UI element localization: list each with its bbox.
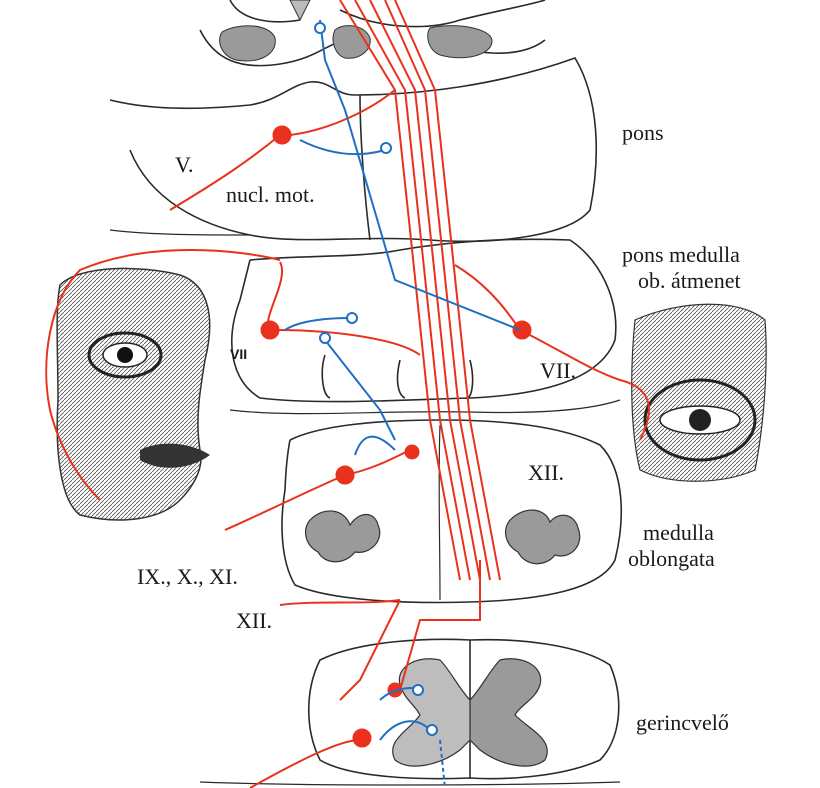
- label-medulla-line1: medulla: [643, 520, 714, 545]
- spinal-grey-matter: [392, 658, 548, 767]
- label-nucleus-motor: nucl. mot.: [226, 182, 315, 207]
- label-pons: pons: [622, 120, 664, 145]
- face-muscles-icon: [56, 267, 211, 521]
- pons-section: [109, 0, 598, 243]
- medulla-section: [281, 419, 623, 604]
- label-vii-left: VII: [230, 346, 248, 362]
- lower-motor-paths: [284, 19, 521, 788]
- label-pons-medulla-line2: ob. átmenet: [638, 268, 741, 293]
- pons-grey-matter: [219, 0, 493, 62]
- label-medulla-line2: oblongata: [628, 546, 715, 571]
- label-vii-right: VII.: [540, 358, 577, 383]
- label-pons-medulla-line1: pons medulla: [622, 242, 740, 267]
- pons-medulla-section: [229, 238, 621, 415]
- eye-muscles-icon: [631, 303, 767, 482]
- label-nucleus-v: V.: [175, 152, 194, 177]
- label-xii-right: XII.: [528, 460, 565, 485]
- label-ix-x-xi: IX., X., XI.: [137, 564, 238, 589]
- medulla-grey-matter: [304, 509, 581, 565]
- label-xii-left: XII.: [236, 608, 273, 633]
- label-gerincvelo: gerincvelő: [636, 710, 729, 735]
- upper-motor-tracts: [45, 0, 650, 788]
- blue-neuron-cells: [314, 22, 438, 736]
- red-neuron-cells: [260, 125, 532, 748]
